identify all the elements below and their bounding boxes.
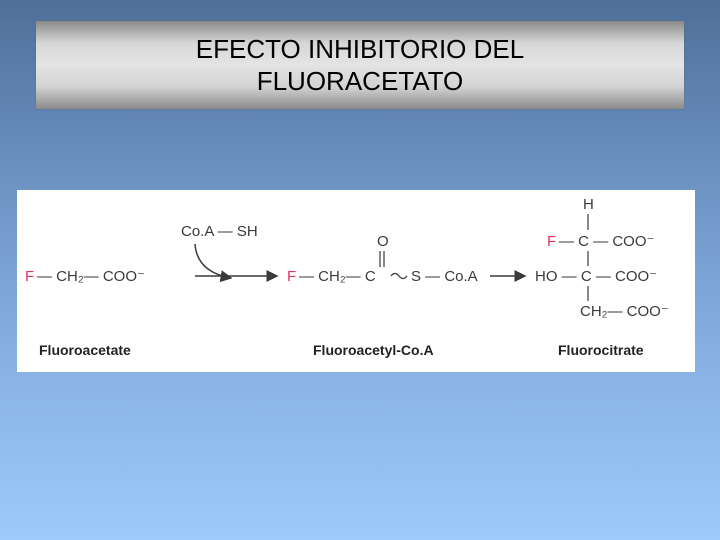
fluorocitrate-ho-row: HO — C — COO⁻ xyxy=(535,268,657,285)
fluoroacetate-formula: — CH₂— COO⁻ xyxy=(37,268,145,285)
reagent-curve-arrow xyxy=(194,243,233,283)
carbonyl-oxygen: O xyxy=(377,233,389,250)
fluoroacetate-label: Fluoroacetate xyxy=(39,342,131,358)
fluorocitrate-label: Fluorocitrate xyxy=(558,342,644,358)
fluoroacetyl-f: F xyxy=(287,268,296,285)
reaction-panel: F — CH₂— COO⁻ Fluoroacetate Co.A — SH F … xyxy=(17,190,695,372)
fluoroacetyl-coa-label: Fluoroacetyl-Co.A xyxy=(313,342,434,358)
fluorocitrate-ch2-row: CH₂— COO⁻ xyxy=(580,303,669,320)
title-line-2: FLUORACETATO xyxy=(256,66,464,96)
title-line-1: EFECTO INHIBITORIO DEL xyxy=(195,34,525,64)
fluorocitrate-h: H xyxy=(583,196,594,213)
coa-sh-reagent: Co.A — SH xyxy=(181,223,258,240)
thioester-coa: S — Co.A xyxy=(411,268,478,285)
fluorocitrate-f: F xyxy=(547,233,556,250)
reaction-diagram: F — CH₂— COO⁻ Fluoroacetate Co.A — SH F … xyxy=(25,196,669,358)
fluoroacetate-f: F xyxy=(25,268,34,285)
fluoroacetyl-chain: — CH₂— C xyxy=(299,268,376,285)
fluorocitrate-c1-row: — C — COO⁻ xyxy=(559,233,654,250)
thioester-bond xyxy=(390,272,408,280)
slide-title: EFECTO INHIBITORIO DEL FLUORACETATO xyxy=(36,21,684,109)
